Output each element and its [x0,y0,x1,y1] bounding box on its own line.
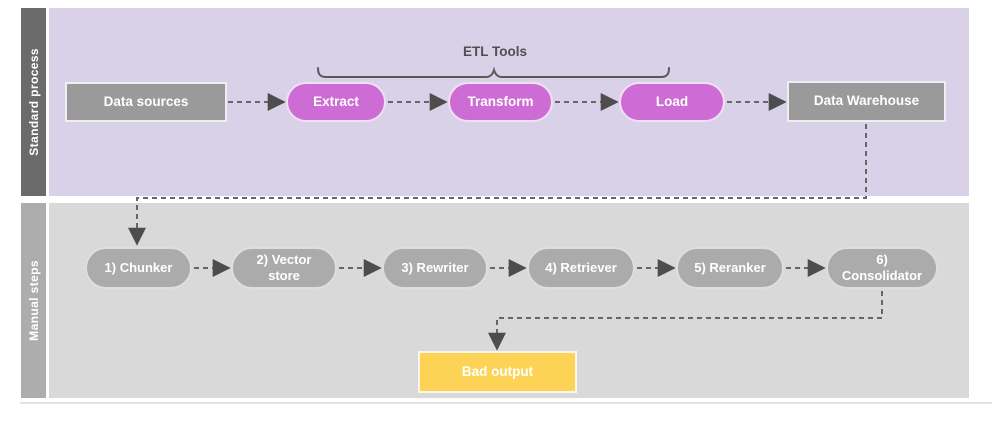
etl-tools-label: ETL Tools [463,44,527,59]
node-chunker-label: 1) Chunker [104,260,173,276]
node-vector-store-label: 2) Vector store [256,252,312,283]
node-data-sources: Data sources [65,82,227,122]
node-transform: Transform [448,82,553,122]
node-transform-label: Transform [467,93,534,109]
node-extract-label: Extract [313,93,359,109]
node-chunker: 1) Chunker [85,247,192,289]
node-extract: Extract [286,82,386,122]
node-reranker: 5) Reranker [676,247,784,289]
lane-label-manual-steps-text: Manual steps [26,260,41,341]
bottom-divider [20,402,992,404]
node-retriever-label: 4) Retriever [545,260,617,276]
lane-label-standard-process-text: Standard process [26,48,41,156]
node-bad-output-label: Bad output [461,363,534,379]
node-vector-store: 2) Vector store [231,247,337,289]
node-load: Load [619,82,725,122]
lane-label-manual-steps: Manual steps [21,203,46,398]
node-data-warehouse-label: Data Warehouse [813,93,920,109]
node-bad-output: Bad output [418,351,577,393]
node-retriever: 4) Retriever [527,247,635,289]
node-rewriter-label: 3) Rewriter [401,260,469,276]
node-data-sources-label: Data sources [103,93,189,109]
node-consolidator: 6) Consolidator [826,247,938,289]
node-reranker-label: 5) Reranker [694,260,766,276]
lane-label-standard-process: Standard process [21,8,46,196]
node-data-warehouse: Data Warehouse [787,81,946,122]
node-consolidator-label: 6) Consolidator [841,252,923,283]
node-rewriter: 3) Rewriter [382,247,488,289]
node-load-label: Load [655,93,689,109]
